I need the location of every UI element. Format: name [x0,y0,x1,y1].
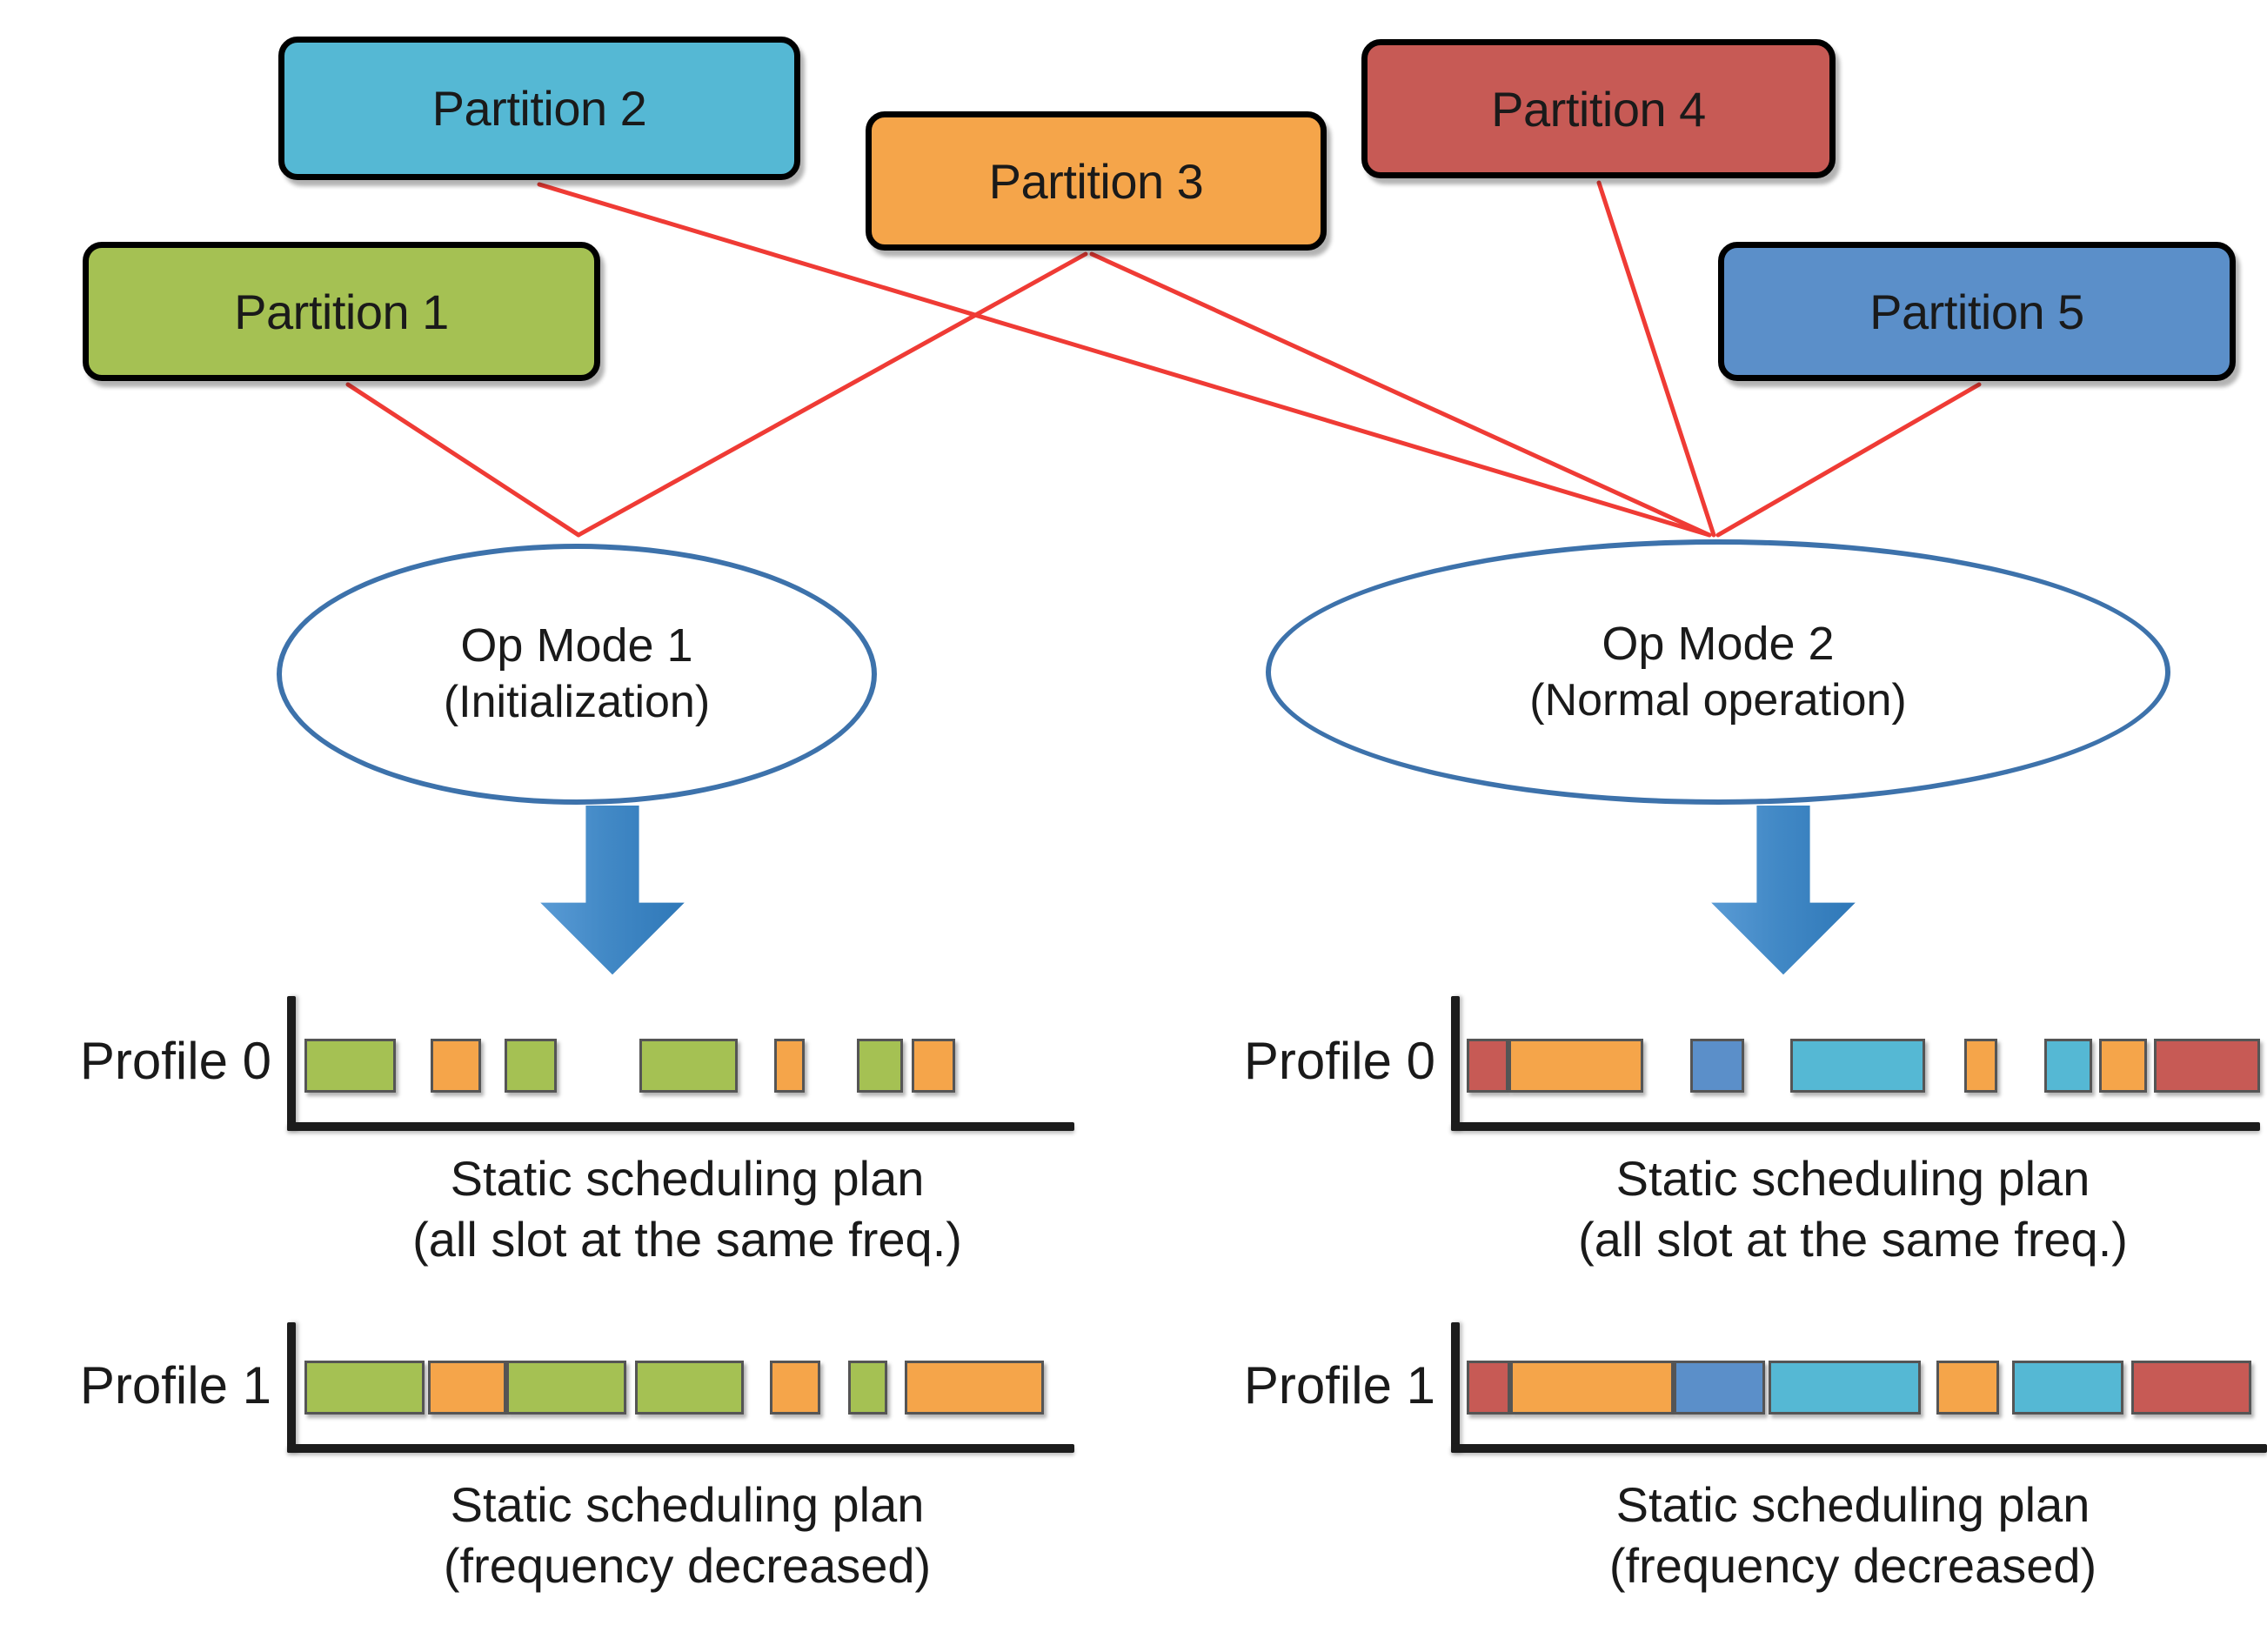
schedule-caption-line1: Static scheduling plan [450,1151,925,1206]
schedule-caption-line1: Static scheduling plan [1615,1477,2090,1532]
schedule-slot-p3[interactable] [1510,1361,1674,1415]
partition-box-label: Partition 4 [1491,81,1706,137]
schedule-slot-p1[interactable] [848,1361,887,1415]
axis-vertical-line [1451,1322,1460,1453]
down-arrow-icon [534,805,691,979]
schedule-slot-p1[interactable] [639,1039,738,1093]
schedule-slot-p3[interactable] [428,1361,506,1415]
schedule-slot-p4[interactable] [2131,1361,2251,1415]
axis-horizontal-line [1451,1444,2267,1453]
schedule-slot-p1[interactable] [506,1361,626,1415]
edge-p4-to-om2 [1596,180,1716,538]
partition-box-2[interactable]: Partition 2 [278,37,800,180]
schedule-slot-p4[interactable] [1467,1361,1510,1415]
schedule-slot-p2[interactable] [1769,1361,1921,1415]
schedule-slot-p3[interactable] [770,1361,820,1415]
schedule-caption-line1: Static scheduling plan [450,1477,925,1532]
schedule-slot-p2[interactable] [1790,1039,1925,1093]
schedule-slot-p1[interactable] [857,1039,903,1093]
op-mode-ellipse-2[interactable]: Op Mode 2(Normal operation) [1266,539,2170,805]
schedule-slot-p5[interactable] [1674,1361,1765,1415]
schedule-slots [296,1039,1074,1093]
schedule-caption-line1: Static scheduling plan [1615,1151,2090,1206]
schedule-slot-p3[interactable] [1964,1039,1997,1093]
profile-label: Profile 0 [79,1032,271,1090]
edge-p3-to-om1 [576,251,1088,538]
schedule-slots [1460,1039,2260,1093]
profile-label: Profile 1 [79,1356,271,1415]
schedule-slot-p2[interactable] [2012,1361,2123,1415]
schedule-slot-p3[interactable] [912,1039,955,1093]
schedule-slot-p3[interactable] [774,1039,805,1093]
op-mode-title: Op Mode 2 [1602,617,1835,670]
arrow-shape [540,806,685,975]
axis-vertical-line [1451,996,1460,1131]
edge-p3-to-om2 [1089,251,1712,538]
op-mode-subtitle: (Initialization) [443,677,711,728]
schedule-slot-p4[interactable] [2154,1039,2260,1093]
schedule-slot-p3[interactable] [2099,1039,2147,1093]
schedule-slot-p1[interactable] [304,1361,425,1415]
partition-box-4[interactable]: Partition 4 [1361,39,1836,178]
edge-p2-to-om2 [537,182,1712,538]
partition-box-label: Partition 1 [234,284,449,339]
arrow-shape [1711,806,1856,975]
axis-vertical-line [287,996,296,1131]
schedule-slot-p1[interactable] [505,1039,557,1093]
partition-box-label: Partition 3 [988,153,1204,209]
schedule-slot-p1[interactable] [635,1361,744,1415]
schedule-slot-p3[interactable] [431,1039,481,1093]
op-mode-title: Op Mode 1 [460,619,693,672]
profile-label: Profile 1 [1243,1356,1435,1415]
op-mode-ellipse-1[interactable]: Op Mode 1(Initialization) [277,544,877,805]
schedule-caption: Static scheduling plan (all slot at the s… [1461,1148,2244,1270]
schedule-slot-p3[interactable] [1936,1361,1999,1415]
schedule-slot-p5[interactable] [1690,1039,1744,1093]
schedule-caption: Static scheduling plan (all slot at the s… [296,1148,1079,1270]
down-arrow-icon [1705,805,1862,979]
schedule-caption: Static scheduling plan (frequency decreas… [296,1475,1079,1596]
edge-p1-to-om1 [345,382,581,538]
axis-horizontal-line [287,1444,1074,1453]
schedule-slot-p1[interactable] [304,1039,396,1093]
partition-box-5[interactable]: Partition 5 [1718,242,2236,381]
schedule-slot-p2[interactable] [2044,1039,2092,1093]
partition-box-1[interactable]: Partition 1 [83,242,600,381]
schedule-slot-p3[interactable] [1508,1039,1643,1093]
schedule-caption-line2: (all slot at the same freq.) [1578,1212,2128,1267]
schedule-slots [1460,1361,2267,1415]
axis-horizontal-line [287,1122,1074,1131]
schedule-caption: Static scheduling plan (frequency decreas… [1461,1475,2244,1596]
schedule-slot-p4[interactable] [1467,1039,1508,1093]
partition-box-label: Partition 5 [1869,284,2084,339]
axis-horizontal-line [1451,1122,2260,1131]
schedule-axis-right-profile-1 [1451,1322,2267,1453]
schedule-caption-line2: (all slot at the same freq.) [412,1212,962,1267]
partition-box-label: Partition 2 [431,81,647,136]
schedule-axis-left-profile-1 [287,1322,1074,1453]
schedule-caption-line2: (frequency decreased) [443,1538,932,1593]
op-mode-subtitle: (Normal operation) [1529,674,1907,726]
schedule-caption-line2: (frequency decreased) [1608,1538,2097,1593]
schedule-slot-p3[interactable] [905,1361,1044,1415]
partition-box-3[interactable]: Partition 3 [866,111,1327,251]
axis-vertical-line [287,1322,296,1453]
schedule-axis-left-profile-0 [287,996,1074,1131]
schedule-slots [296,1361,1074,1415]
edge-p5-to-om2 [1715,382,1982,538]
profile-label: Profile 0 [1243,1032,1435,1090]
schedule-axis-right-profile-0 [1451,996,2260,1131]
